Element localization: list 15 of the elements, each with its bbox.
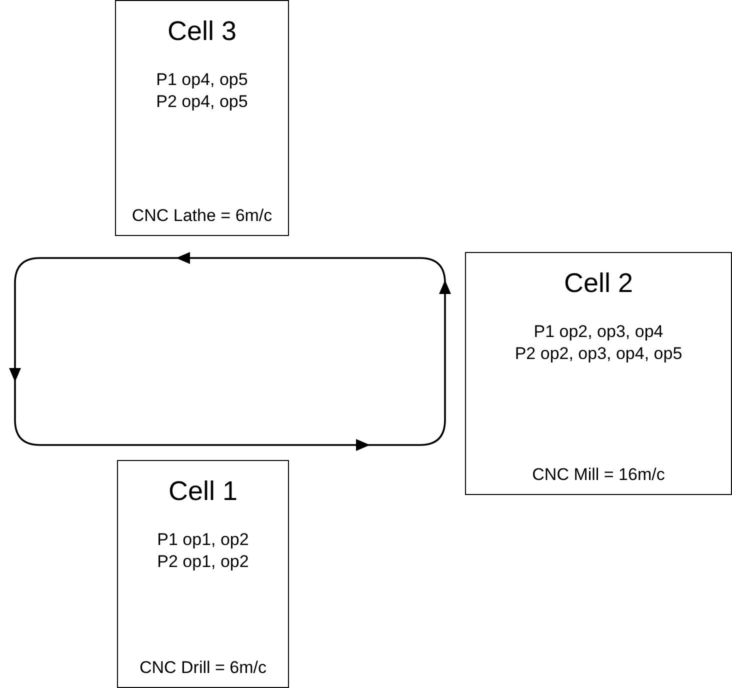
operation-list: P2 op4, op5 xyxy=(156,91,248,113)
cell-box xyxy=(465,252,732,495)
operation-list: P2 op1, op2 xyxy=(157,551,249,573)
operation-list: P1 op2, op3, op4 xyxy=(534,321,664,343)
operation-list: P1 op4, op5 xyxy=(156,69,248,91)
operation-list: P1 op1, op2 xyxy=(157,529,249,551)
operation-list: P2 op2, op3, op4, op5 xyxy=(514,343,682,365)
cell-box xyxy=(115,0,289,236)
machine-count: CNC Drill = 6m/c xyxy=(139,657,267,679)
cell-box xyxy=(117,460,289,688)
machine-count: CNC Lathe = 6m/c xyxy=(132,205,272,227)
cell-title: Cell 2 xyxy=(564,267,634,299)
machine-count: CNC Mill = 16m/c xyxy=(532,464,665,486)
cell-title: Cell 1 xyxy=(168,475,238,507)
cell-title: Cell 3 xyxy=(167,15,237,47)
